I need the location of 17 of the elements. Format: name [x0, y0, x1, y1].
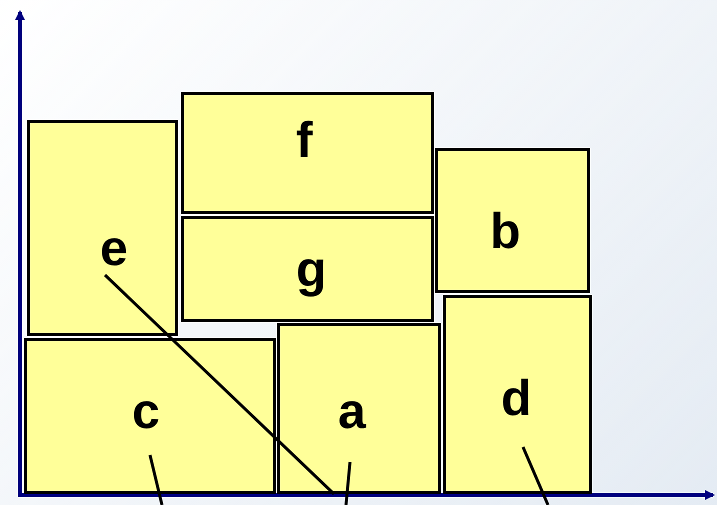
packing-box [24, 338, 276, 494]
leader-line [522, 446, 550, 505]
leader-line [104, 274, 336, 496]
leader-line [344, 462, 352, 505]
leader-line [148, 454, 164, 505]
box-letter: b [490, 206, 521, 256]
packing-box [435, 148, 590, 293]
packing-box [27, 120, 178, 336]
packing-box [181, 92, 434, 214]
box-letter: d [501, 373, 532, 423]
packing-box [443, 295, 592, 494]
box-letter: a [338, 386, 366, 436]
box-letter: f [296, 115, 313, 165]
box-letter: e [100, 223, 128, 273]
packing-box [277, 323, 441, 494]
box-letter: c [132, 386, 160, 436]
packing-box [181, 216, 434, 322]
